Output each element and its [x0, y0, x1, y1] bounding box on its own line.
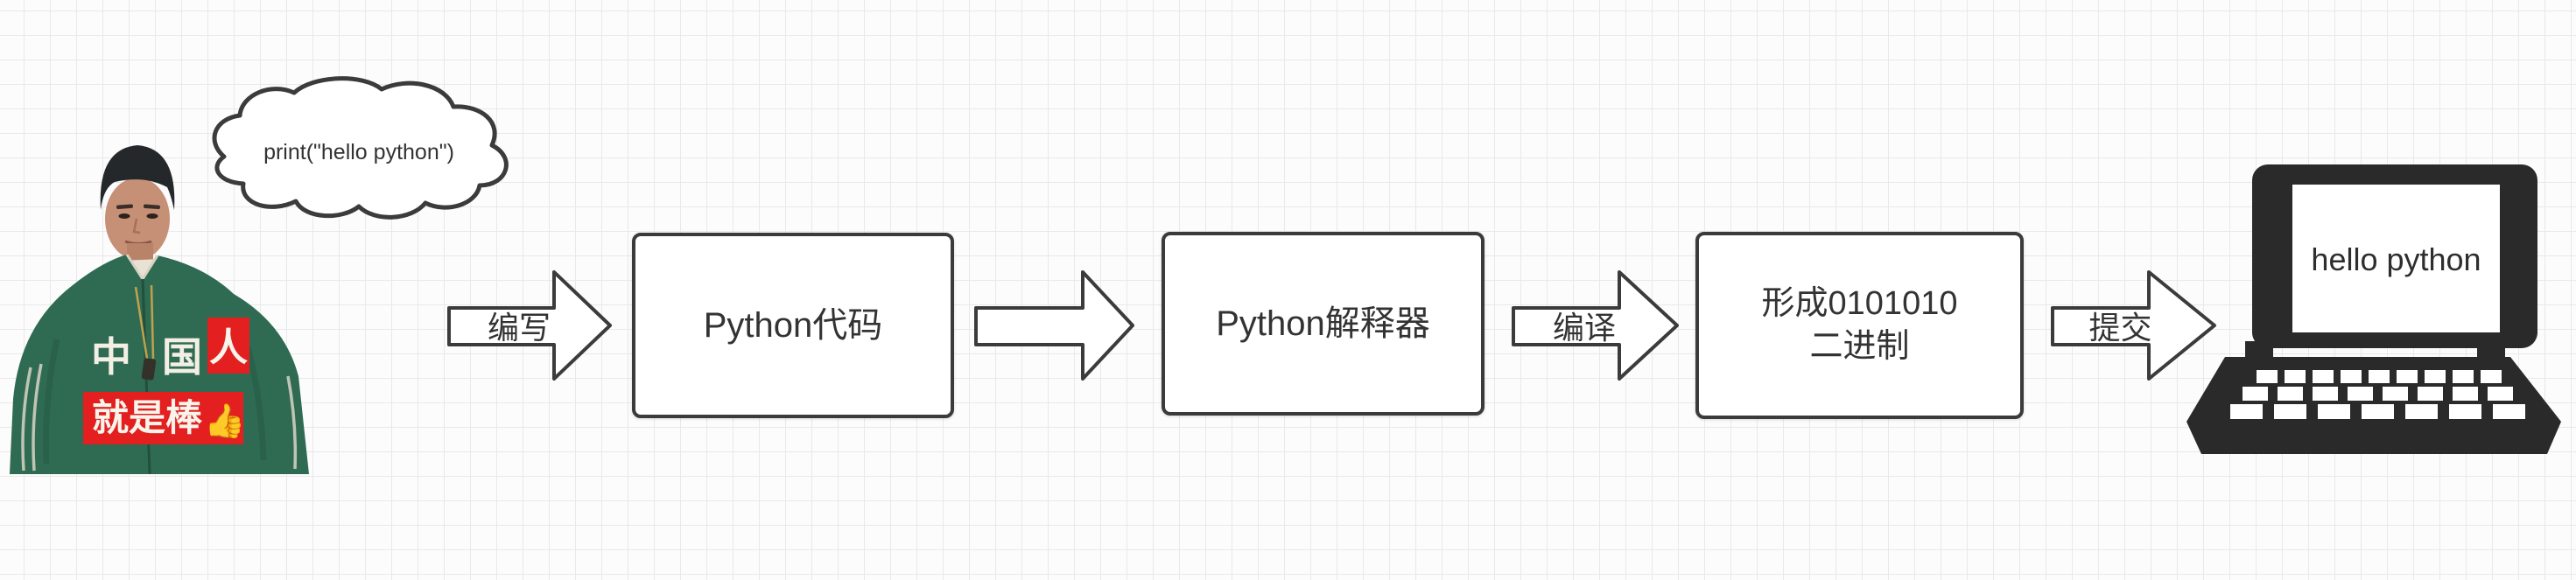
lanyard-pendant — [141, 358, 157, 381]
keyboard-key — [2257, 370, 2278, 383]
keyboard-key — [2318, 404, 2350, 419]
laptop-icon — [2186, 164, 2561, 454]
arrow-compile-label: 编译 — [1552, 310, 1616, 346]
person-eye — [146, 213, 158, 219]
banner-red — [83, 392, 243, 444]
keyboard-key — [2369, 370, 2390, 383]
person-hair — [100, 145, 175, 210]
keyboard-key — [2453, 370, 2474, 383]
keyboard-key — [2274, 404, 2306, 419]
thumbs-up-icon: 👍 — [204, 402, 245, 440]
laptop-hinge — [2477, 341, 2505, 360]
keyboard-key — [2285, 370, 2306, 383]
sleeve-stripe — [286, 375, 298, 470]
laptop-screen-text: hello python — [2311, 241, 2481, 277]
keyboard-key — [2278, 387, 2303, 401]
keyboard-key — [2313, 387, 2338, 401]
keyboard-key — [2397, 370, 2418, 383]
arrow-flow-label — [976, 304, 1118, 346]
arrow-write-icon — [447, 270, 612, 381]
jacket-text-guo: 国 — [162, 334, 202, 380]
laptop-hinge — [2245, 341, 2273, 360]
keyboard-key — [2405, 404, 2438, 419]
person-eye — [118, 213, 130, 219]
keyboard-key — [2493, 404, 2525, 419]
arrow-shape — [447, 270, 612, 381]
keyboard-key — [2243, 387, 2268, 401]
box-binary-label-line1: 形成0101010 — [1761, 284, 1958, 322]
box-binary: 形成0101010 二进制 — [1695, 232, 2024, 419]
arrow-submit-icon — [2051, 270, 2216, 381]
person-nose — [132, 218, 141, 234]
arrow-submit-label: 提交 — [2088, 310, 2152, 346]
keyboard-key — [2449, 404, 2481, 419]
keyboard-key — [2488, 387, 2513, 401]
keyboard-key — [2348, 387, 2373, 401]
sleeve-stripe — [32, 363, 43, 472]
badge-ren: 人 — [209, 326, 248, 369]
lanyard — [134, 284, 155, 360]
person-brow — [116, 204, 134, 209]
laptop-screen — [2292, 185, 2500, 332]
keyboard-key — [2425, 370, 2446, 383]
cloud-code-text: print("hello python") — [263, 139, 454, 164]
arrow-flow-icon — [974, 270, 1134, 381]
arrow-write-label: 编写 — [487, 310, 551, 346]
box-binary-label-line2: 二进制 — [1809, 328, 1910, 365]
badge-red-square — [207, 318, 249, 374]
jacket-fold — [43, 339, 60, 465]
box-python-interpreter-label: Python解释器 — [1216, 304, 1430, 343]
arrow-shape — [974, 270, 1134, 381]
arrow-shape — [2051, 270, 2216, 381]
jacket-text-zhong: 中 — [91, 334, 131, 380]
keyboard-key — [2383, 387, 2408, 401]
keyboard-key — [2341, 370, 2362, 383]
jacket-fold — [244, 346, 267, 461]
person-photo: 中 国 人 就是棒 👍 — [10, 145, 309, 475]
keyboard-key — [2453, 387, 2478, 401]
laptop-keyboard — [2230, 370, 2525, 419]
keyboard-key — [2481, 370, 2502, 383]
box-python-code-label: Python代码 — [703, 306, 883, 345]
thought-cloud-icon — [212, 76, 509, 220]
arrow-shape — [1512, 270, 1679, 381]
person-face — [105, 178, 170, 260]
person-brow — [143, 204, 160, 210]
box-python-code: Python代码 — [632, 233, 954, 418]
keyboard-key — [2418, 387, 2443, 401]
banner-jiushibang: 就是棒 — [92, 397, 203, 438]
keyboard-key — [2362, 404, 2394, 419]
arrow-compile-icon — [1512, 270, 1679, 381]
keyboard-key — [2313, 370, 2334, 383]
keyboard-key — [2230, 404, 2263, 419]
box-python-interpreter: Python解释器 — [1162, 232, 1485, 416]
cloud-outline — [212, 76, 509, 220]
sleeve-stripe — [21, 367, 32, 472]
